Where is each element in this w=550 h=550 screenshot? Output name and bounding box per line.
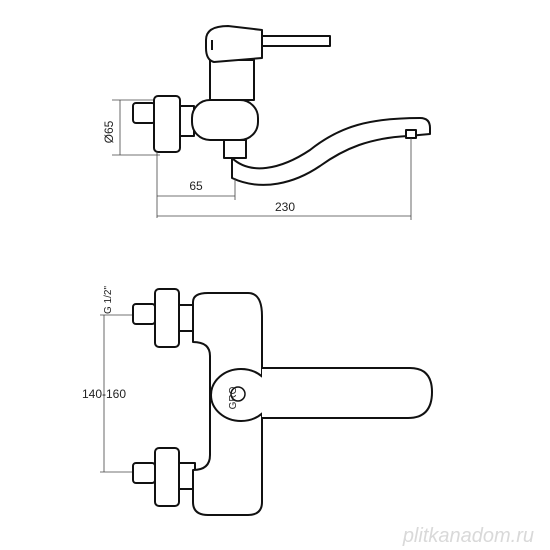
- thread-label: G 1/2": [103, 286, 114, 314]
- dim-230-label: 230: [275, 200, 295, 214]
- cartridge-mark: GRO: [228, 386, 239, 409]
- diameter-dimension: Ø65: [102, 99, 160, 156]
- dim-65: 65: [156, 152, 236, 218]
- cartridge-disk: GRO: [210, 368, 272, 422]
- lower-eccentric: [132, 447, 196, 507]
- dim-230: 230: [157, 138, 412, 220]
- centers-label: 140-160: [82, 387, 126, 401]
- upper-eccentric: [132, 288, 196, 348]
- eccentric-connector: [132, 95, 195, 153]
- spout: [223, 117, 431, 186]
- watermark: plitkanadom.ru: [402, 525, 534, 547]
- dim-centers: 140-160: [82, 314, 140, 473]
- front-view: G 1/2" 140-160: [82, 286, 433, 516]
- mixer-body: [191, 59, 259, 141]
- diameter-label: Ø65: [102, 120, 116, 143]
- lever-handle: [205, 25, 331, 63]
- spout-front: [262, 367, 433, 419]
- dim-65-label: 65: [189, 179, 203, 193]
- side-view: Ø65 65: [102, 25, 431, 220]
